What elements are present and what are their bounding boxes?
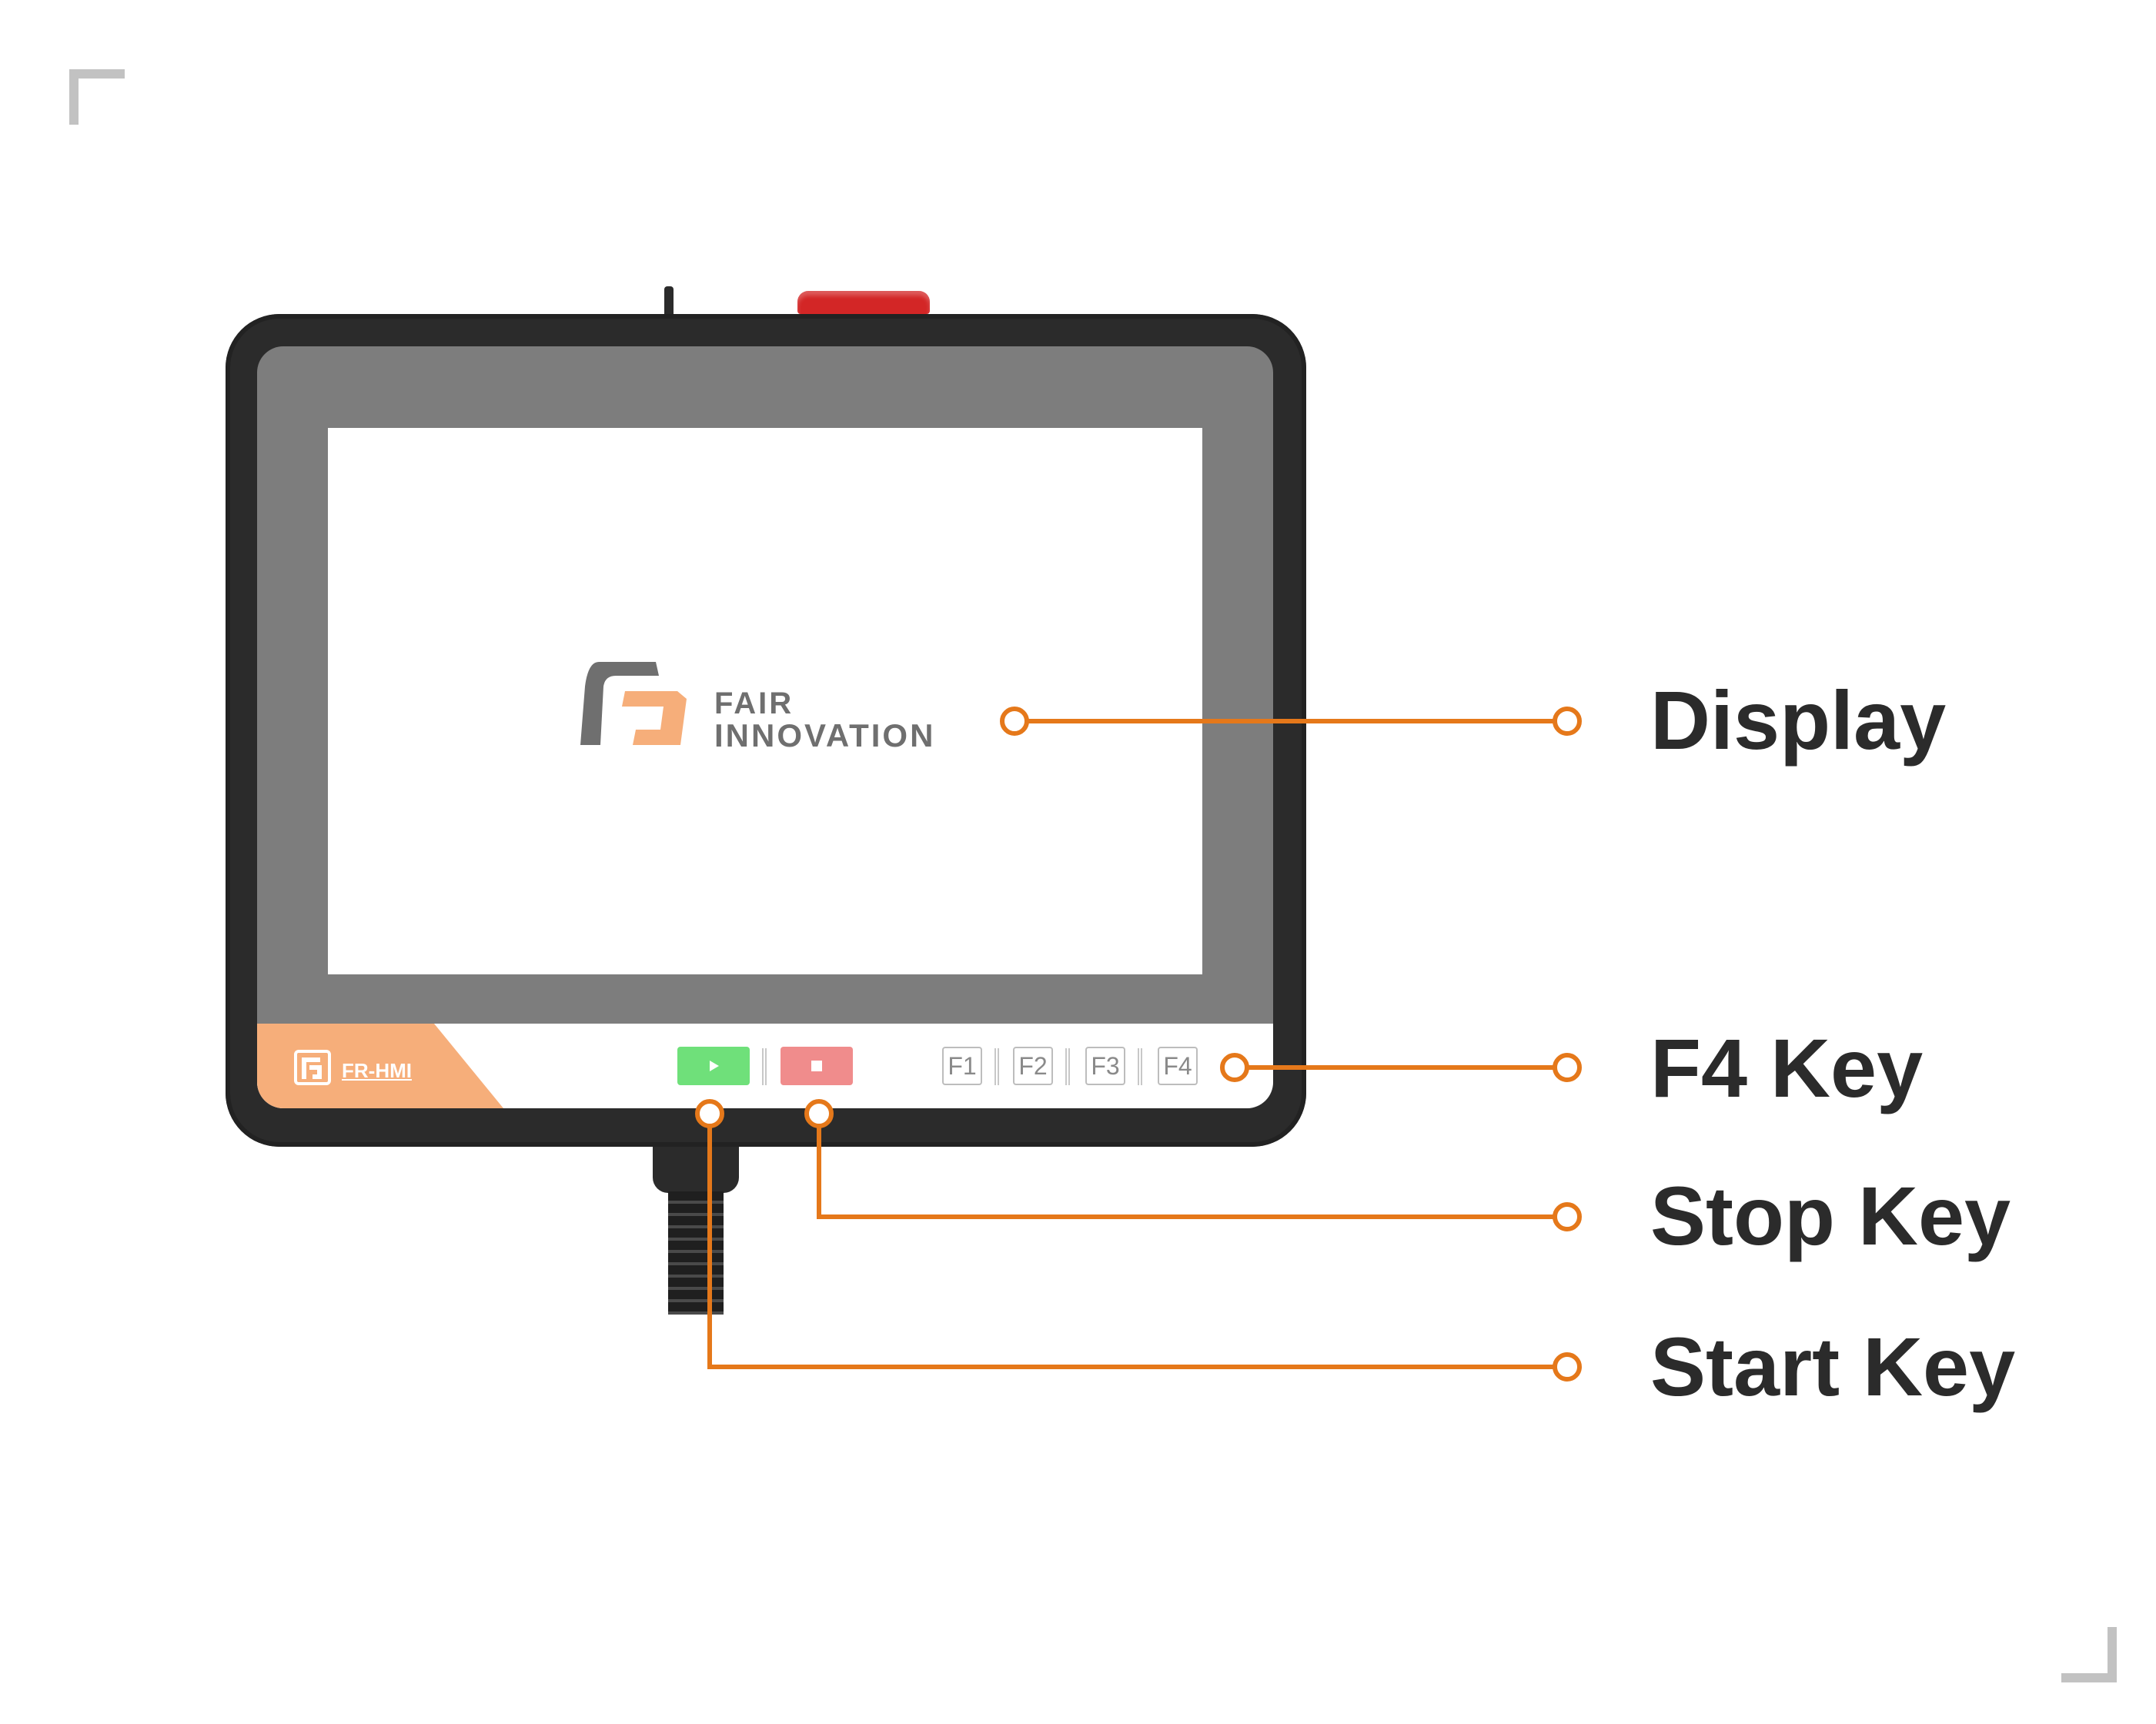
play-icon: [710, 1061, 719, 1071]
key-separator: [762, 1048, 767, 1085]
start-key[interactable]: [677, 1047, 750, 1085]
start-callout-end-dot: [1553, 1352, 1582, 1382]
start-callout-line: [707, 1126, 1555, 1369]
f4-callout-start-dot: [1220, 1053, 1249, 1082]
emergency-stop-button[interactable]: [797, 291, 930, 314]
cable-gland: [653, 1147, 739, 1193]
start-callout-start-dot: [695, 1099, 724, 1128]
model-name: FR-HMI: [342, 1059, 412, 1082]
stop-callout-line: [817, 1126, 1555, 1219]
fair-logo-small-icon: [302, 1057, 322, 1079]
callout-label-f4-key: F4 Key: [1650, 1021, 1924, 1114]
screen-bezel: FR-HMI F1 F2 F3 F4: [257, 346, 1273, 1108]
fair-logo-badge-icon: [294, 1050, 331, 1085]
key-separator: [1138, 1048, 1142, 1085]
display-callout-end-dot: [1553, 707, 1582, 736]
antenna: [664, 286, 674, 314]
stop-callout-start-dot: [804, 1099, 834, 1128]
f1-key[interactable]: F1: [942, 1047, 982, 1085]
display-screen[interactable]: [328, 428, 1202, 974]
brand-name-line1: FAIR: [714, 687, 794, 720]
stop-icon: [811, 1061, 822, 1071]
callout-label-start-key: Start Key: [1650, 1320, 2016, 1413]
callout-label-display: Display: [1650, 673, 1947, 767]
cable: [668, 1191, 724, 1315]
key-separator: [994, 1048, 999, 1085]
brand-name-line2: INNOVATION: [714, 717, 936, 753]
f2-key[interactable]: F2: [1013, 1047, 1053, 1085]
display-callout-start-dot: [1000, 707, 1029, 736]
f4-callout-end-dot: [1553, 1053, 1582, 1082]
keypad-strip: FR-HMI F1 F2 F3 F4: [257, 1024, 1273, 1108]
callout-label-stop-key: Stop Key: [1650, 1169, 2011, 1262]
stop-callout-end-dot: [1553, 1202, 1582, 1231]
fair-innovation-logo-icon: [580, 662, 687, 745]
corner-mark-bottom-right: [2061, 1627, 2117, 1682]
f3-key[interactable]: F3: [1085, 1047, 1125, 1085]
stop-key[interactable]: [781, 1047, 853, 1085]
key-separator: [1065, 1048, 1070, 1085]
f4-key[interactable]: F4: [1158, 1047, 1198, 1085]
corner-mark-top-left: [69, 69, 125, 125]
